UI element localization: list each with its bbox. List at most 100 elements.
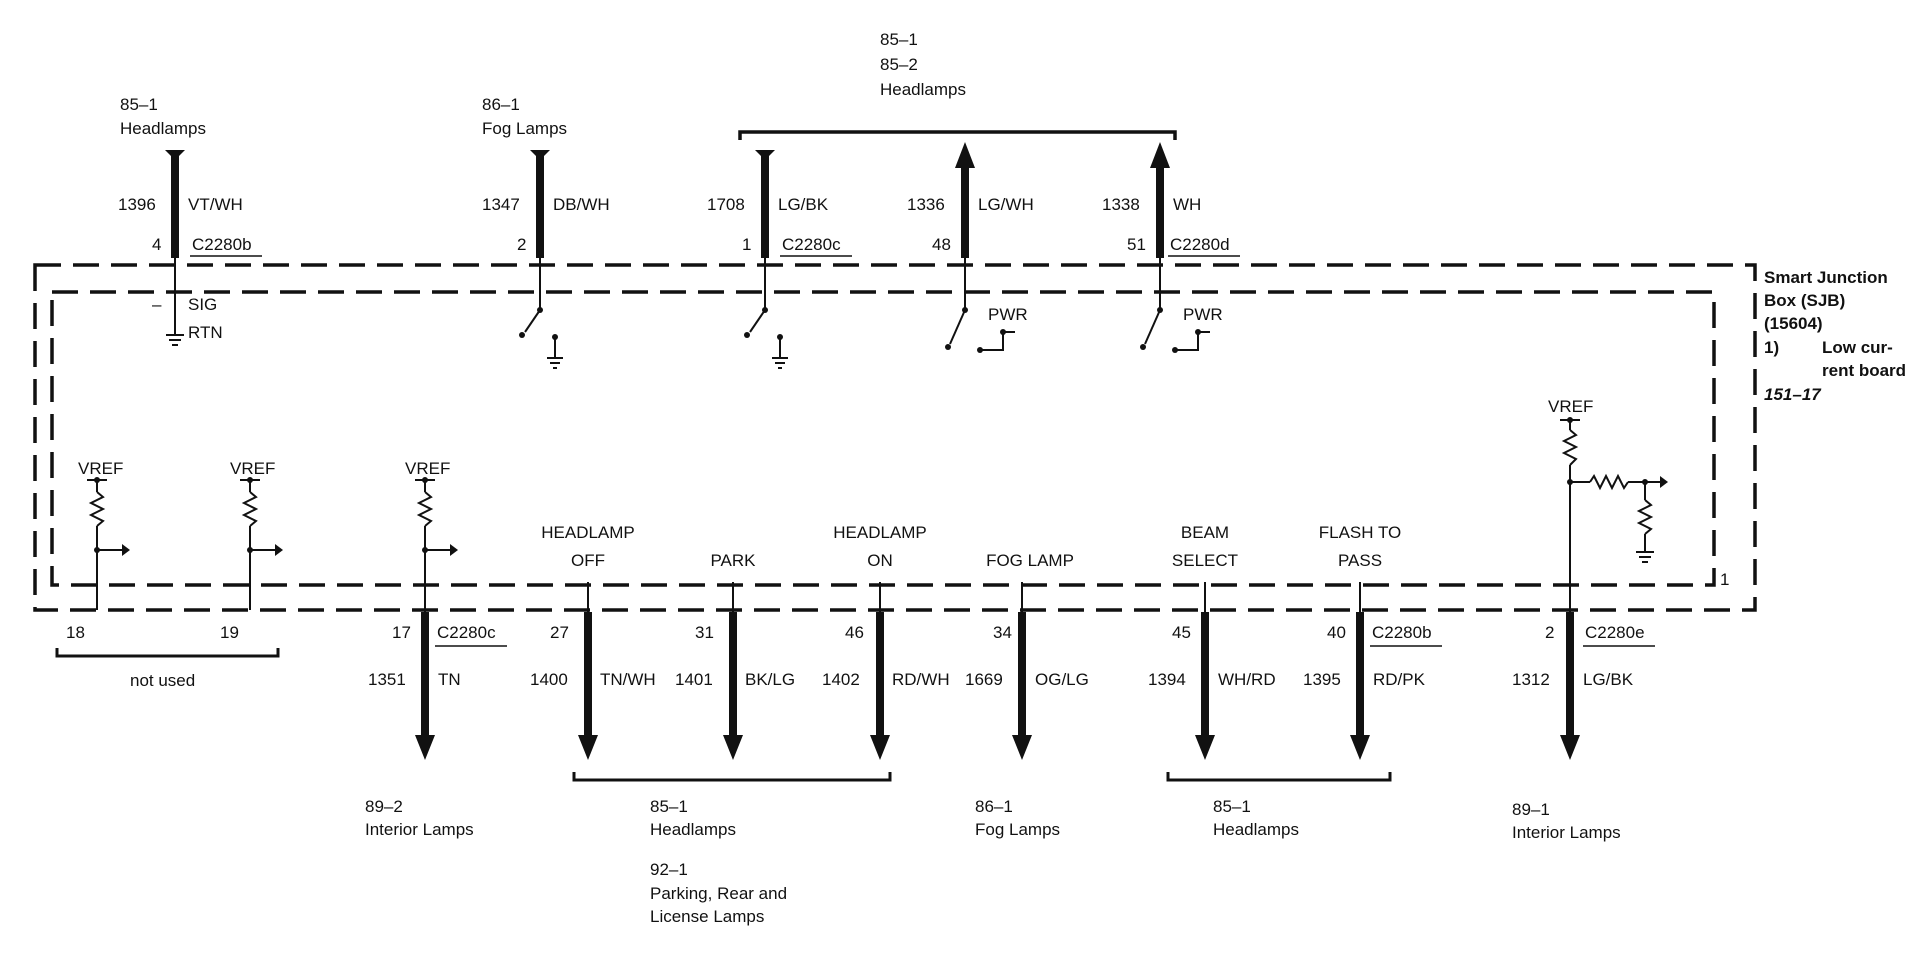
label-sig: SIG xyxy=(188,295,217,314)
circuit-1338-number: 1338 xyxy=(1102,195,1140,214)
ref-top-fog-name: Fog Lamps xyxy=(482,119,567,138)
circuit-1400-number: 1400 xyxy=(530,670,568,689)
sjb-note-line-2: rent board xyxy=(1822,361,1906,380)
circuit-1396-pin: 4 xyxy=(152,235,161,254)
wire-1396-end-marker xyxy=(165,150,185,160)
circuit-1336-pin: 48 xyxy=(932,235,951,254)
ref-bottom-headlamps-a-code: 85–1 xyxy=(650,797,688,816)
circuit-1394-color: WH/RD xyxy=(1218,670,1276,689)
wire-1669-arrow xyxy=(1012,735,1032,760)
label-vref: VREF xyxy=(1548,397,1593,416)
pin-2: 2 xyxy=(1545,623,1554,642)
ground-icon xyxy=(166,334,184,346)
ref-top-fog-code: 86–1 xyxy=(482,95,520,114)
pin-17: 17 xyxy=(392,623,411,642)
connector-c2280b-bottom: C2280b xyxy=(1372,623,1432,642)
switch-label-beam-select-1: BEAM xyxy=(1181,523,1229,542)
circuit-1401-color: BK/LG xyxy=(745,670,795,689)
vref-circuit-pin-17: VREF xyxy=(405,459,458,612)
sjb-note-line-1: Low cur- xyxy=(1822,338,1893,357)
vref-circuit-pin-18: VREF xyxy=(78,459,130,610)
bottom-bracket-headlamps-b xyxy=(1166,772,1392,782)
circuit-1347-pin: 2 xyxy=(517,235,526,254)
circuit-1351-number: 1351 xyxy=(368,670,406,689)
wire-1312-arrow xyxy=(1560,735,1580,760)
ref-bottom-interior-right-name: Interior Lamps xyxy=(1512,823,1621,842)
vref-circuit-pin-2: VREF xyxy=(1548,397,1668,612)
sjb-title: Smart Junction Box (SJB) (15604) 1) Low … xyxy=(1764,268,1906,404)
switch-label-headlamp-off-1: HEADLAMP xyxy=(541,523,635,542)
switch-label-beam-select-2: SELECT xyxy=(1172,551,1238,570)
switch-icon xyxy=(744,307,783,340)
not-used-label: not used xyxy=(130,671,195,690)
ref-bottom-parking-code: 92–1 xyxy=(650,860,688,879)
connector-c2280b-top: C2280b xyxy=(192,235,252,254)
board-note-number: 1 xyxy=(1720,570,1729,589)
ref-bottom-parking-name-2: License Lamps xyxy=(650,907,764,926)
circuit-1312-number: 1312 xyxy=(1512,670,1550,689)
circuit-1401-number: 1401 xyxy=(675,670,713,689)
wire-1351-arrow xyxy=(415,735,435,760)
wire-1347-end-marker xyxy=(530,150,550,160)
circuit-1400-color: TN/WH xyxy=(600,670,656,689)
pwr-node xyxy=(1000,329,1006,335)
pin-34: 34 xyxy=(993,623,1012,642)
ref-bottom-interior-left-name: Interior Lamps xyxy=(365,820,474,839)
circuit-1669-color: OG/LG xyxy=(1035,670,1089,689)
wire-1401-arrow xyxy=(723,735,743,760)
label-pwr-2: PWR xyxy=(1183,305,1223,324)
circuit-1396-color: VT/WH xyxy=(188,195,243,214)
ref-bottom-fog-name: Fog Lamps xyxy=(975,820,1060,839)
ref-bottom-headlamps-b-code: 85–1 xyxy=(1213,797,1251,816)
pin-40: 40 xyxy=(1327,623,1346,642)
ref-bottom-headlamps-a-name: Headlamps xyxy=(650,820,736,839)
switch-label-headlamp-off-2: OFF xyxy=(571,551,605,570)
label-rtn: RTN xyxy=(188,323,223,342)
circuit-1402-color: RD/WH xyxy=(892,670,950,689)
circuit-1336-number: 1336 xyxy=(907,195,945,214)
not-used-bracket xyxy=(55,648,280,658)
ground-icon xyxy=(772,337,788,369)
pin-45: 45 xyxy=(1172,623,1191,642)
sjb-title-line-2: Box (SJB) xyxy=(1764,291,1845,310)
switch-icon xyxy=(945,307,983,353)
wire-1394-arrow xyxy=(1195,735,1215,760)
switch-label-headlamp-on-2: ON xyxy=(867,551,893,570)
sjb-note-number: 1) xyxy=(1764,338,1779,357)
circuit-1708-color: LG/BK xyxy=(778,195,829,214)
label-vref: VREF xyxy=(230,459,275,478)
circuit-1396-number: 1396 xyxy=(118,195,156,214)
ref-bottom-interior-left-code: 89–2 xyxy=(365,797,403,816)
pin-31: 31 xyxy=(695,623,714,642)
top-group-bracket xyxy=(738,130,1177,140)
ref-top-left-code: 85–1 xyxy=(120,95,158,114)
pin-19: 19 xyxy=(220,623,239,642)
circuit-1338-color: WH xyxy=(1173,195,1201,214)
circuit-1347-color: DB/WH xyxy=(553,195,610,214)
ref-top-left-name: Headlamps xyxy=(120,119,206,138)
wire-1402-arrow xyxy=(870,735,890,760)
ref-top-group-code-2: 85–2 xyxy=(880,55,918,74)
pwr-node xyxy=(1195,329,1201,335)
ref-bottom-fog-code: 86–1 xyxy=(975,797,1013,816)
ref-bottom-interior-right-code: 89–1 xyxy=(1512,800,1550,819)
circuit-1402-number: 1402 xyxy=(822,670,860,689)
switch-label-park: PARK xyxy=(710,551,756,570)
sjb-outer-boundary xyxy=(33,263,1757,612)
label-vref: VREF xyxy=(78,459,123,478)
switch-label-headlamp-on-1: HEADLAMP xyxy=(833,523,927,542)
pwr-feed-line xyxy=(980,331,1015,351)
label-pwr-1: PWR xyxy=(988,305,1028,324)
circuit-1312-color: LG/BK xyxy=(1583,670,1634,689)
circuit-1336-color: LG/WH xyxy=(978,195,1034,214)
switch-icon xyxy=(1140,307,1178,353)
circuit-1395-color: RD/PK xyxy=(1373,670,1426,689)
sjb-title-line-3: (15604) xyxy=(1764,314,1823,333)
label-sig-dash: – xyxy=(152,295,162,314)
ref-top-group-code-1: 85–1 xyxy=(880,30,918,49)
wire-1336-arrow xyxy=(955,142,975,168)
wire-1400-arrow xyxy=(578,735,598,760)
ref-top-group-name: Headlamps xyxy=(880,80,966,99)
wire-1338-arrow xyxy=(1150,142,1170,168)
